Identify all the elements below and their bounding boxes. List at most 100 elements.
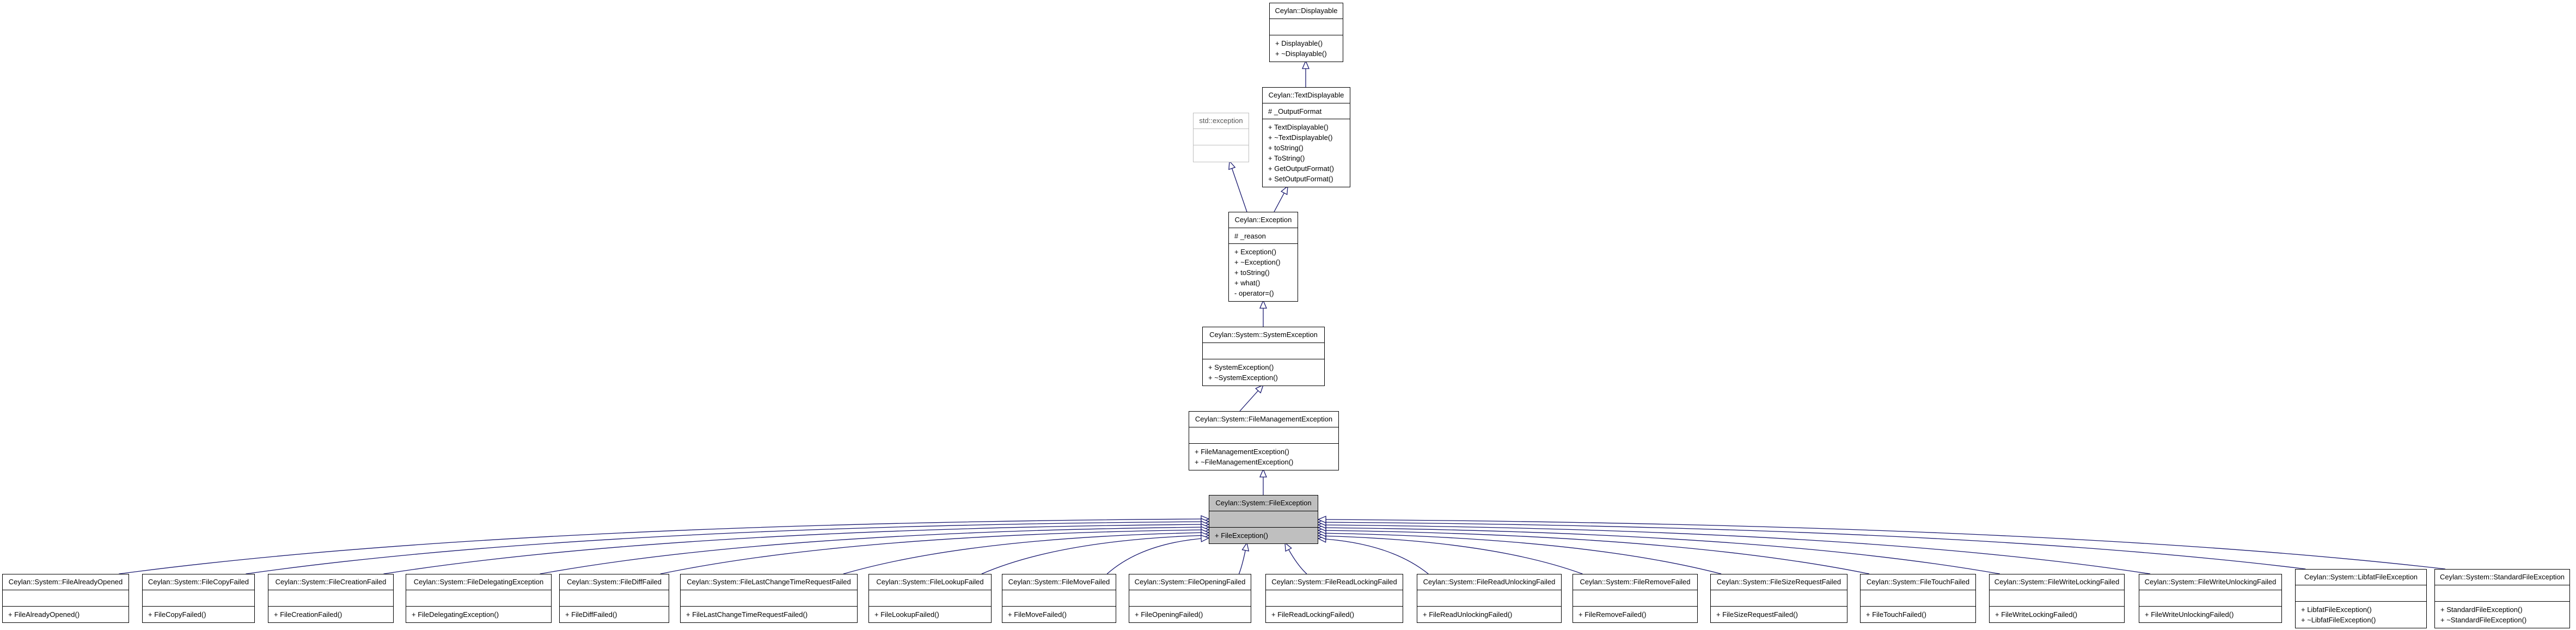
class-box-c11[interactable]: Ceylan::System::FileReadUnlockingFailed+… [1417,574,1562,623]
class-name: Ceylan::System::LibfatFileException [2296,570,2426,585]
class-box-exception[interactable]: Ceylan::Exception# _reason+ Exception()+… [1228,212,1298,302]
class-methods: + Displayable()+ ~Displayable() [1270,35,1343,62]
class-methods: + FileReadUnlockingFailed() [1417,607,1561,622]
class-methods: + FileException() [1209,528,1318,543]
class-box-displayable[interactable]: Ceylan::Displayable+ Displayable()+ ~Dis… [1269,3,1343,62]
method: + FileCopyFailed() [148,610,206,619]
class-methods: + FileTouchFailed() [1861,607,1975,622]
method: + what() [1234,279,1261,287]
method: + SetOutputFormat() [1268,175,1333,183]
class-box-c15[interactable]: Ceylan::System::FileWriteLockingFailed+ … [1989,574,2125,623]
inheritance-edge-c1 [119,518,1209,574]
class-box-c14[interactable]: Ceylan::System::FileTouchFailed+ FileTou… [1860,574,1976,623]
attribute: # _reason [1234,232,1266,240]
inheritance-edge-c12 [1318,535,1583,574]
class-methods: + SystemException()+ ~SystemException() [1203,359,1324,386]
class-methods: + FileReadLockingFailed() [1266,607,1403,622]
class-attributes [1266,590,1403,607]
method: + ~Displayable() [1275,50,1327,58]
class-box-c10[interactable]: Ceylan::System::FileReadLockingFailed+ F… [1265,574,1403,623]
class-box-c6[interactable]: Ceylan::System::FileLastChangeTimeReques… [680,574,858,623]
method: + FileOpeningFailed() [1135,610,1203,619]
class-methods: + FileOpeningFailed() [1129,607,1251,622]
method: + FileException() [1215,531,1268,540]
inheritance-edge-c11 [1318,538,1429,574]
class-attributes [406,590,551,607]
method: + FileRemoveFailed() [1578,610,1647,619]
class-box-c1[interactable]: Ceylan::System::FileAlreadyOpened+ FileA… [2,574,129,623]
class-box-c8[interactable]: Ceylan::System::FileMoveFailed+ FileMove… [1002,574,1116,623]
method: + ~LibfatFileException() [2301,616,2376,624]
method: + SystemException() [1208,363,1274,371]
class-box-c17[interactable]: Ceylan::System::LibfatFileException+ Lib… [2295,569,2427,628]
arrowhead-icon [1302,60,1310,69]
class-box-c16[interactable]: Ceylan::System::FileWriteUnlockingFailed… [2139,574,2282,623]
class-methods: + FileLookupFailed() [869,607,991,622]
method: + FileLastChangeTimeRequestFailed() [686,610,808,619]
method: + toString() [1268,144,1304,152]
class-name: Ceylan::System::FileTouchFailed [1861,574,1975,590]
class-box-c13[interactable]: Ceylan::System::FileSizeRequestFailed+ F… [1710,574,1847,623]
arrowhead-icon [1317,516,1326,524]
class-box-c12[interactable]: Ceylan::System::FileRemoveFailed+ FileRe… [1572,574,1698,623]
inheritance-edge-c17 [1318,522,2306,570]
class-box-systemexception[interactable]: Ceylan::System::SystemException+ SystemE… [1202,327,1325,386]
arrowhead-icon [1200,534,1210,542]
inheritance-edge-c6 [843,532,1209,574]
method: + FileDiffFailed() [565,610,617,619]
class-attributes [2435,585,2569,602]
method: + ~StandardFileException() [2440,616,2527,624]
class-attributes [1990,590,2124,607]
class-name: Ceylan::System::FileReadUnlockingFailed [1417,574,1561,590]
arrowhead-icon [1280,185,1288,195]
method: + FileLookupFailed() [874,610,939,619]
inheritance-edge-c3 [383,524,1209,574]
class-methods: + FileMoveFailed() [1002,607,1116,622]
class-name: Ceylan::System::StandardFileException [2435,570,2569,585]
inheritance-edge-c7 [981,535,1209,574]
method: + ~Exception() [1234,258,1281,266]
class-attributes [143,590,254,607]
class-attributes [1861,590,1975,607]
class-attributes [268,590,393,607]
class-attributes [1270,19,1343,35]
class-methods: + FileWriteUnlockingFailed() [2139,607,2281,622]
inheritance-edge-c18 [1318,519,2445,570]
inheritance-edge-c13 [1318,533,1722,574]
class-name: Ceylan::System::FileLastChangeTimeReques… [681,574,857,590]
class-box-c5[interactable]: Ceylan::System::FileDiffFailed+ FileDiff… [559,574,669,623]
method: + FileMoveFailed() [1008,610,1067,619]
method: + toString() [1234,268,1270,277]
class-box-c9[interactable]: Ceylan::System::FileOpeningFailed+ FileO… [1129,574,1251,623]
class-attributes [1203,343,1324,359]
class-name: Ceylan::System::FileCopyFailed [143,574,254,590]
class-name: Ceylan::System::FileReadLockingFailed [1266,574,1403,590]
method: + FileCreationFailed() [274,610,342,619]
class-name: Ceylan::System::FileWriteUnlockingFailed [2139,574,2281,590]
class-box-c4[interactable]: Ceylan::System::FileDelegatingException+… [406,574,552,623]
class-box-textdisplayable[interactable]: Ceylan::TextDisplayable# _OutputFormat+ … [1262,87,1350,187]
inheritance-edge-exception-stdexception [1229,161,1247,212]
class-box-c7[interactable]: Ceylan::System::FileLookupFailed+ FileLo… [868,574,992,623]
class-box-c2[interactable]: Ceylan::System::FileCopyFailed+ FileCopy… [142,574,255,623]
method: + LibfatFileException() [2301,605,2372,614]
class-box-c3[interactable]: Ceylan::System::FileCreationFailed+ File… [268,574,394,623]
inheritance-edge-c2 [246,521,1209,574]
class-box-stdexception[interactable]: std::exception [1193,113,1249,162]
class-name: Ceylan::System::FileManagementException [1189,412,1338,427]
class-attributes [560,590,669,607]
class-box-filemanagement[interactable]: Ceylan::System::FileManagementException+… [1189,411,1339,470]
method: + ~FileManagementException() [1195,458,1294,466]
class-name: Ceylan::System::SystemException [1203,327,1324,343]
method: + FileSizeRequestFailed() [1716,610,1798,619]
inheritance-edge-c14 [1318,530,1870,574]
method: + ToString() [1268,154,1305,162]
class-box-c18[interactable]: Ceylan::System::StandardFileException+ S… [2434,569,2570,628]
class-name: Ceylan::System::FileRemoveFailed [1573,574,1697,590]
method: + FileDelegatingException() [412,610,499,619]
class-methods: + FileLastChangeTimeRequestFailed() [681,607,857,622]
arrowhead-icon [1259,468,1267,478]
class-attributes [1189,427,1338,444]
class-box-fileexception[interactable]: Ceylan::System::FileException+ FileExcep… [1209,495,1318,544]
class-methods: + Exception()+ ~Exception()+ toString()+… [1229,244,1298,301]
